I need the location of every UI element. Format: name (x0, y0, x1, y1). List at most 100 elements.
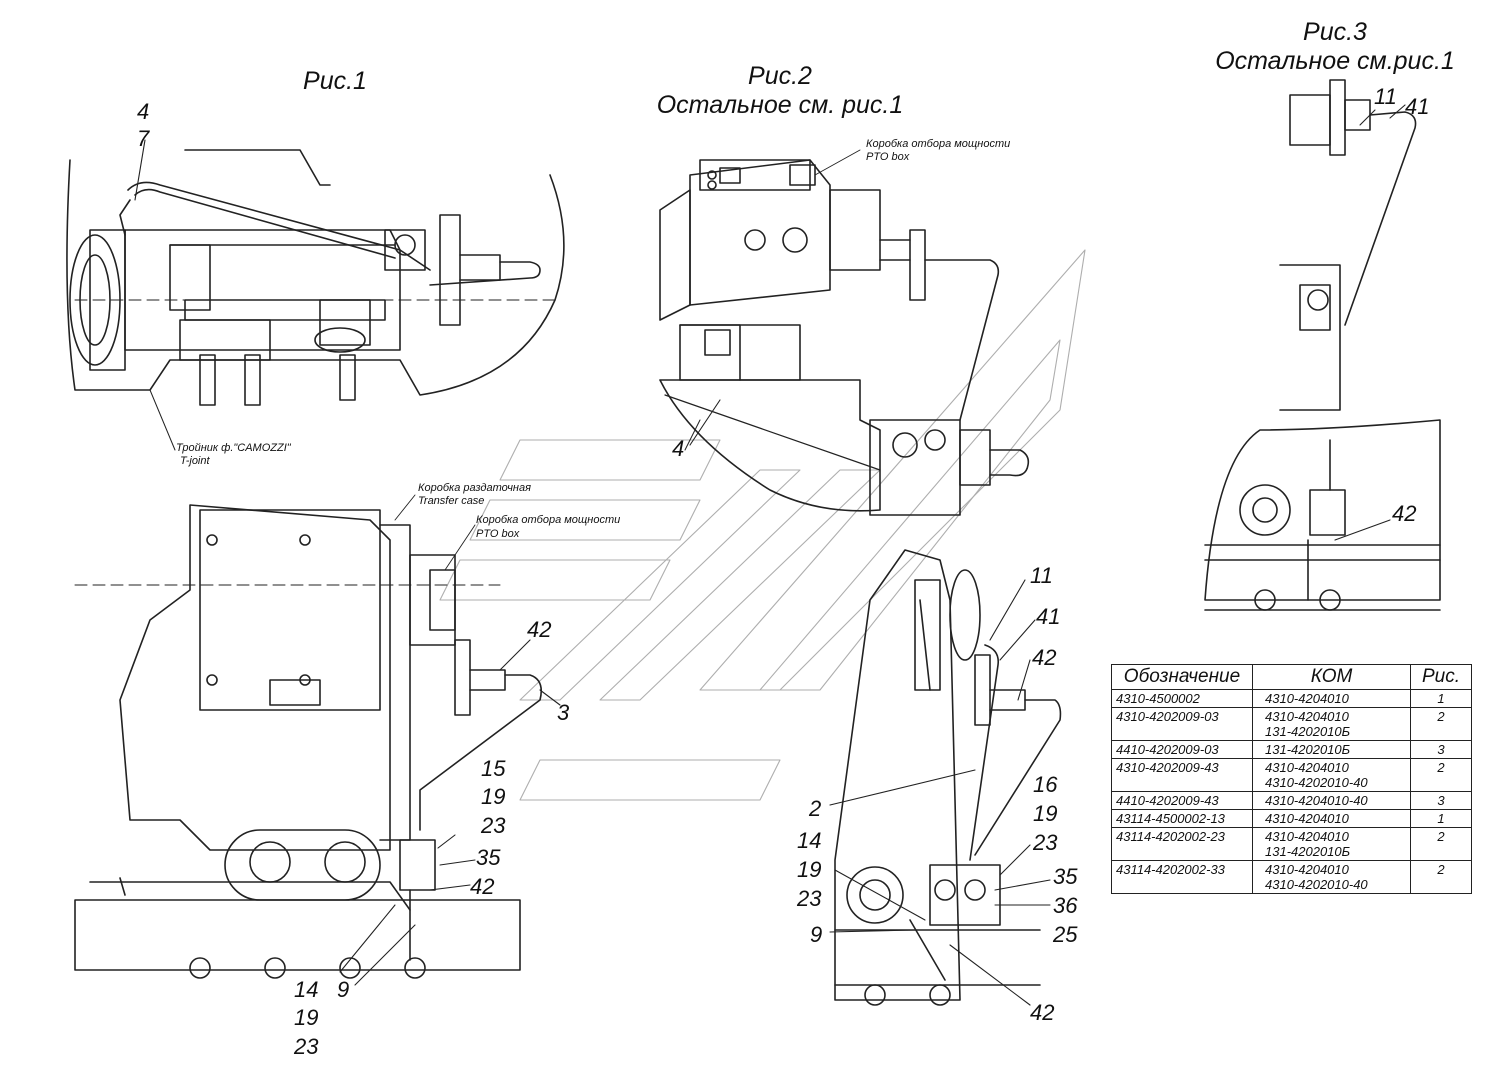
fig2-subtitle: Остальное см. рис.1 (656, 91, 904, 119)
callout-41-fig3: 41 (1405, 94, 1430, 119)
pto-caption-en-bottom: PTO box (476, 528, 520, 540)
cell-kom-line2: 131-4202010Б (1265, 724, 1351, 739)
transfer-caption-en: Transfer case (418, 495, 485, 507)
fig1-assembly-drawing (66, 149, 565, 451)
fig1-title: Рис.1 (303, 67, 367, 95)
callout-19-mid-b: 19 (797, 857, 822, 882)
callout-9-mid: 9 (810, 922, 823, 947)
tee-caption-en: T-joint (180, 455, 210, 467)
cell-fig: 3 (1410, 740, 1472, 759)
cell-designation: 4310-4202009-43 (1111, 758, 1253, 792)
pto-caption-ru-top: Коробка отбора мощности (866, 138, 1011, 150)
table-row: 4410-4202009-03 131-4202010Б 3 (1111, 740, 1472, 759)
fig3-subtitle: Остальное см.рис.1 (1215, 47, 1455, 75)
cell-designation: 43114-4202002-23 (1111, 827, 1253, 861)
callout-42-mid-b: 42 (1030, 1000, 1055, 1025)
cell-kom: 4310-4204010 (1252, 809, 1411, 828)
cell-kom-line1: 4310-4204010-40 (1265, 793, 1368, 808)
table-header-row: Обозначение КОМ Рис. (1111, 664, 1472, 690)
cell-designation: 4410-4202009-43 (1111, 791, 1253, 810)
cell-fig: 1 (1410, 689, 1472, 708)
cell-designation: 4410-4202009-03 (1111, 740, 1253, 759)
callout-19-left-a: 19 (481, 784, 506, 809)
cell-kom: 131-4202010Б (1252, 740, 1411, 759)
callout-23-mid-b: 23 (797, 886, 822, 911)
callout-23-mid-a: 23 (1033, 830, 1058, 855)
fig2-assembly-drawing (659, 159, 1030, 516)
callout-14-mid: 14 (797, 828, 822, 853)
callout-3-left: 3 (557, 700, 570, 725)
cell-kom-line1: 4310-4204010 (1265, 811, 1349, 826)
cell-kom-line1: 4310-4204010 (1265, 862, 1349, 877)
callout-16-mid: 16 (1033, 772, 1058, 797)
cell-kom-line1: 4310-4204010 (1265, 829, 1349, 844)
callout-35-mid: 35 (1053, 864, 1078, 889)
leader-lines (134, 104, 1406, 1006)
callout-2-mid: 2 (809, 796, 822, 821)
cell-fig: 1 (1410, 809, 1472, 828)
callout-25-mid: 25 (1053, 922, 1078, 947)
designation-table: Обозначение КОМ Рис. 4310-4500002 4310-4… (1111, 664, 1472, 894)
cell-designation: 43114-4202002-33 (1111, 860, 1253, 894)
transfer-caption-ru: Коробка раздаточная (418, 482, 531, 494)
pto-caption-ru-bottom: Коробка отбора мощности (476, 514, 621, 526)
tee-caption-ru: Тройник ф."CAMOZZI" (176, 442, 291, 454)
cell-designation: 43114-4500002-13 (1111, 809, 1253, 828)
callout-42-left-b: 42 (470, 874, 495, 899)
cell-fig: 3 (1410, 791, 1472, 810)
table-row: 4310-4500002 4310-4204010 1 (1111, 689, 1472, 708)
callout-35-left: 35 (476, 845, 501, 870)
callout-9-left: 9 (337, 977, 350, 1002)
column-header-kom: КОМ (1252, 664, 1411, 690)
left-main-assembly-drawing (74, 504, 543, 979)
callout-19-mid-a: 19 (1033, 801, 1058, 826)
cell-fig: 2 (1410, 860, 1472, 894)
callout-19-left-b: 19 (294, 1005, 319, 1030)
pto-caption-en-top: PTO box (866, 151, 910, 163)
cell-kom-line1: 4310-4204010 (1265, 760, 1349, 775)
cell-fig: 2 (1410, 707, 1472, 741)
callout-42-left: 42 (527, 617, 552, 642)
callout-42-fig3: 42 (1392, 501, 1417, 526)
cell-kom: 4310-4204010-40 (1252, 791, 1411, 810)
cell-kom-line2: 131-4202010Б (1265, 844, 1351, 859)
callout-42-mid: 42 (1032, 645, 1057, 670)
cell-fig: 2 (1410, 827, 1472, 861)
callout-23-left-a: 23 (481, 813, 506, 838)
callout-41-mid: 41 (1036, 604, 1061, 629)
cell-kom-line1: 4310-4204010 (1265, 691, 1349, 706)
fig3-title: Рис.3 (1303, 18, 1367, 46)
callout-36-mid: 36 (1053, 893, 1078, 918)
cell-designation: 4310-4500002 (1111, 689, 1253, 708)
middle-assembly-drawing (834, 549, 1062, 1006)
callout-4-fig2: 4 (672, 436, 685, 461)
column-header-designation: Обозначение (1111, 664, 1253, 690)
cell-kom: 4310-4204010 (1252, 689, 1411, 708)
cell-designation: 4310-4202009-03 (1111, 707, 1253, 741)
column-header-fig: Рис. (1410, 664, 1472, 690)
callout-4-fig1: 4 (137, 99, 150, 124)
cell-kom-line2: 4310-4202010-40 (1265, 775, 1368, 790)
cell-kom-line2: 4310-4202010-40 (1265, 877, 1368, 892)
callout-23-left-b: 23 (294, 1034, 319, 1059)
fig2-title: Рис.2 (748, 62, 812, 90)
callout-14-left: 14 (294, 977, 319, 1002)
fig3-assembly-drawing (1204, 79, 1441, 611)
cell-kom-line1: 131-4202010Б (1265, 742, 1351, 757)
callout-15-left: 15 (481, 756, 506, 781)
callout-11-mid: 11 (1030, 563, 1053, 588)
cell-kom-line1: 4310-4204010 (1265, 709, 1349, 724)
table-row: 4410-4202009-43 4310-4204010-40 3 (1111, 791, 1472, 810)
callout-11-fig3: 11 (1374, 84, 1397, 109)
callout-7-fig1: 7 (137, 126, 150, 151)
table-row: 43114-4500002-13 4310-4204010 1 (1111, 809, 1472, 828)
cell-fig: 2 (1410, 758, 1472, 792)
